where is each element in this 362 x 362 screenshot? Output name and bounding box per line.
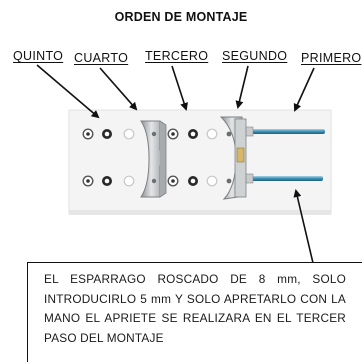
note-text: EL ESPARRAGO ROSCADO DE 8 mm, SOLO INTRO… [44, 272, 346, 345]
arrow-note [293, 189, 314, 264]
step-label-segundo: SEGUNDO [222, 49, 288, 63]
arrow-quinto [36, 64, 100, 119]
right-bracket [219, 116, 247, 200]
step-label-quinto: QUINTO [13, 49, 64, 63]
diagram-title: ORDEN DE MONTAJE [114, 10, 248, 24]
mounting-plate [68, 109, 332, 215]
arrow-cuarto [99, 67, 138, 111]
threaded-rods [243, 126, 325, 184]
step-label-tercero: TERCERO [145, 49, 209, 63]
arrow-primero [293, 67, 315, 112]
arrow-tercero [171, 65, 188, 111]
arrow-segundo [235, 65, 249, 109]
step-label-cuarto: CUARTO [74, 51, 129, 65]
fastener-row-top [82, 128, 218, 140]
left-bracket [140, 120, 167, 198]
note-box [27, 262, 362, 362]
fastener-row-bottom [82, 175, 218, 187]
step-label-primero: PRIMERO [301, 51, 362, 65]
